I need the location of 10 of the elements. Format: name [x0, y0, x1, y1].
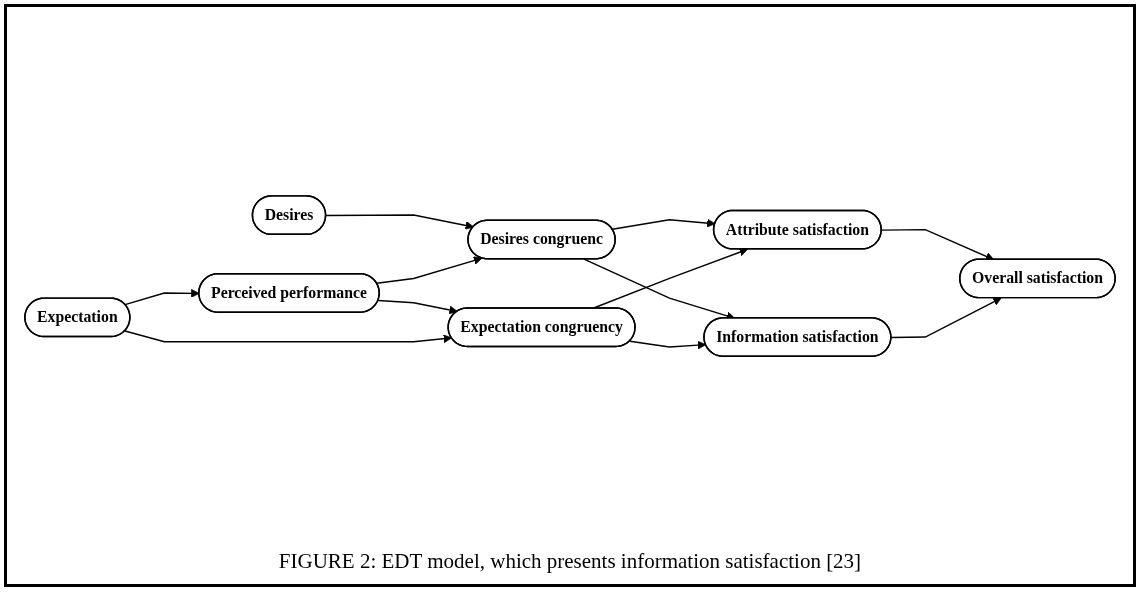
- arrow: [629, 340, 707, 350]
- arrow: [124, 330, 452, 343]
- arrow: [325, 214, 474, 230]
- arrow: [377, 299, 458, 315]
- arrow: [611, 218, 716, 230]
- arrow: [124, 288, 200, 306]
- figure-frame: Desires Perceived performance Expectation Desires congruenc Expectation congruency Attribute satisfaction Information satisfaction Overall satisfaction FIGURE 2: EDT model, which presents information satisfaction [23]: [4, 4, 1136, 587]
- figure-caption: FIGURE 2: EDT model, which presents information satisfaction [23]: [278, 549, 862, 574]
- arrow: [890, 297, 1002, 339]
- arrow: [376, 256, 483, 284]
